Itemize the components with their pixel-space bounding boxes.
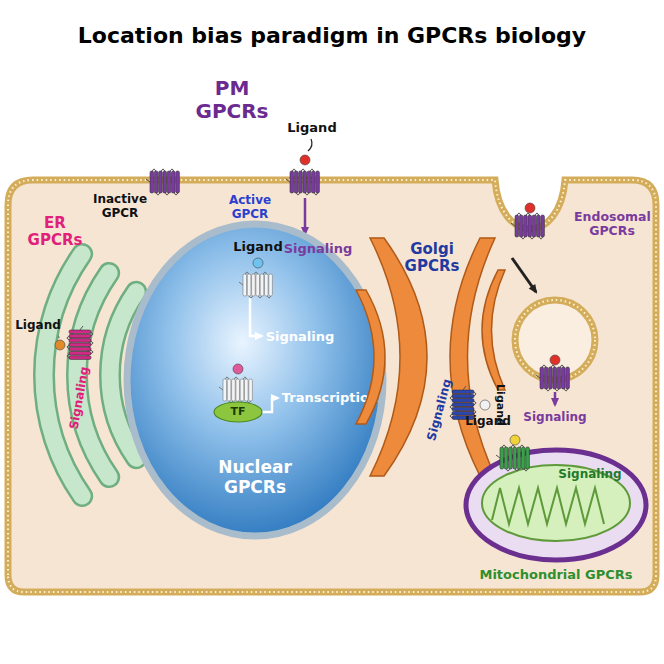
ligand-dot: [233, 364, 243, 374]
cell-membrane-texture: [8, 180, 656, 592]
label-text: Ligand: [465, 415, 511, 429]
arrow-head: [271, 394, 280, 402]
cristae: [492, 488, 604, 524]
label-text: Mitochondrial GPCRs: [479, 568, 632, 583]
gpcr-symbol: [239, 272, 272, 298]
golgi-cisterna: [482, 270, 505, 390]
gpcr-symbol: [286, 169, 319, 195]
label-text: Inactive GPCR: [89, 193, 151, 221]
label-text: ER GPCRs: [25, 215, 85, 250]
gpcr-symbol: [536, 365, 569, 391]
label-text: Transcription: [282, 391, 378, 406]
mitochondrion-outer: [466, 450, 646, 560]
gpcr-symbol: [67, 326, 93, 359]
organelle-outline: [460, 440, 660, 586]
tf-shape: [214, 402, 262, 422]
label-text: Signaling: [266, 330, 335, 345]
label-text: Signaling: [284, 242, 353, 257]
gpcr-symbol: [496, 445, 529, 471]
signal-arrow: [262, 398, 278, 412]
label-text: Ligand: [15, 319, 61, 333]
signal-arrow: [250, 298, 262, 336]
ligand-dot: [300, 155, 310, 165]
mitochondrion-inner: [482, 465, 630, 541]
label-text: Endosomal GPCRs: [574, 210, 650, 239]
label-text: TF: [230, 406, 245, 419]
ligand-leader: [308, 139, 312, 151]
arrow-head: [255, 332, 264, 340]
golgi-cisterna: [356, 290, 385, 424]
label-text: Golgi GPCRs: [400, 241, 464, 276]
cell-membrane: [8, 180, 656, 592]
arrow-head: [551, 398, 559, 407]
ligand-dot: [550, 355, 560, 365]
label-text: Signaling: [425, 378, 455, 443]
label-text: Nuclear GPCRs: [195, 458, 315, 497]
label-text: Active GPCR: [221, 194, 279, 222]
mitochondrion: Mitochondrial GPCRs Signaling: [460, 440, 660, 586]
label-text: Location bias paradigm in GPCRs biology: [78, 23, 586, 48]
golgi-apparatus: Golgi GPCRsSignalingLigand: [350, 225, 510, 490]
gpcr-symbol: [219, 377, 252, 403]
nucleus-shape: [127, 224, 383, 536]
label-text: Ligand: [287, 121, 336, 136]
ligand-dot: [480, 400, 490, 410]
ligand-dot: [510, 435, 520, 445]
gpcr-symbol: [146, 169, 179, 195]
gpcr-symbol: [511, 213, 544, 239]
arrow-head: [529, 284, 537, 294]
transcription-factor: TF: [214, 402, 262, 422]
label-text: PM GPCRs: [192, 77, 272, 123]
ligand-dot: [525, 203, 535, 213]
nucleus: Nuclear GPCRsLigandSignalingTranscriptio…: [122, 219, 388, 541]
label-text: Ligand: [233, 240, 282, 255]
ligand-dot: [55, 340, 65, 350]
ligand-dot: [253, 258, 263, 268]
label-text: Signaling: [558, 468, 621, 482]
label-text: Signaling: [523, 411, 586, 425]
